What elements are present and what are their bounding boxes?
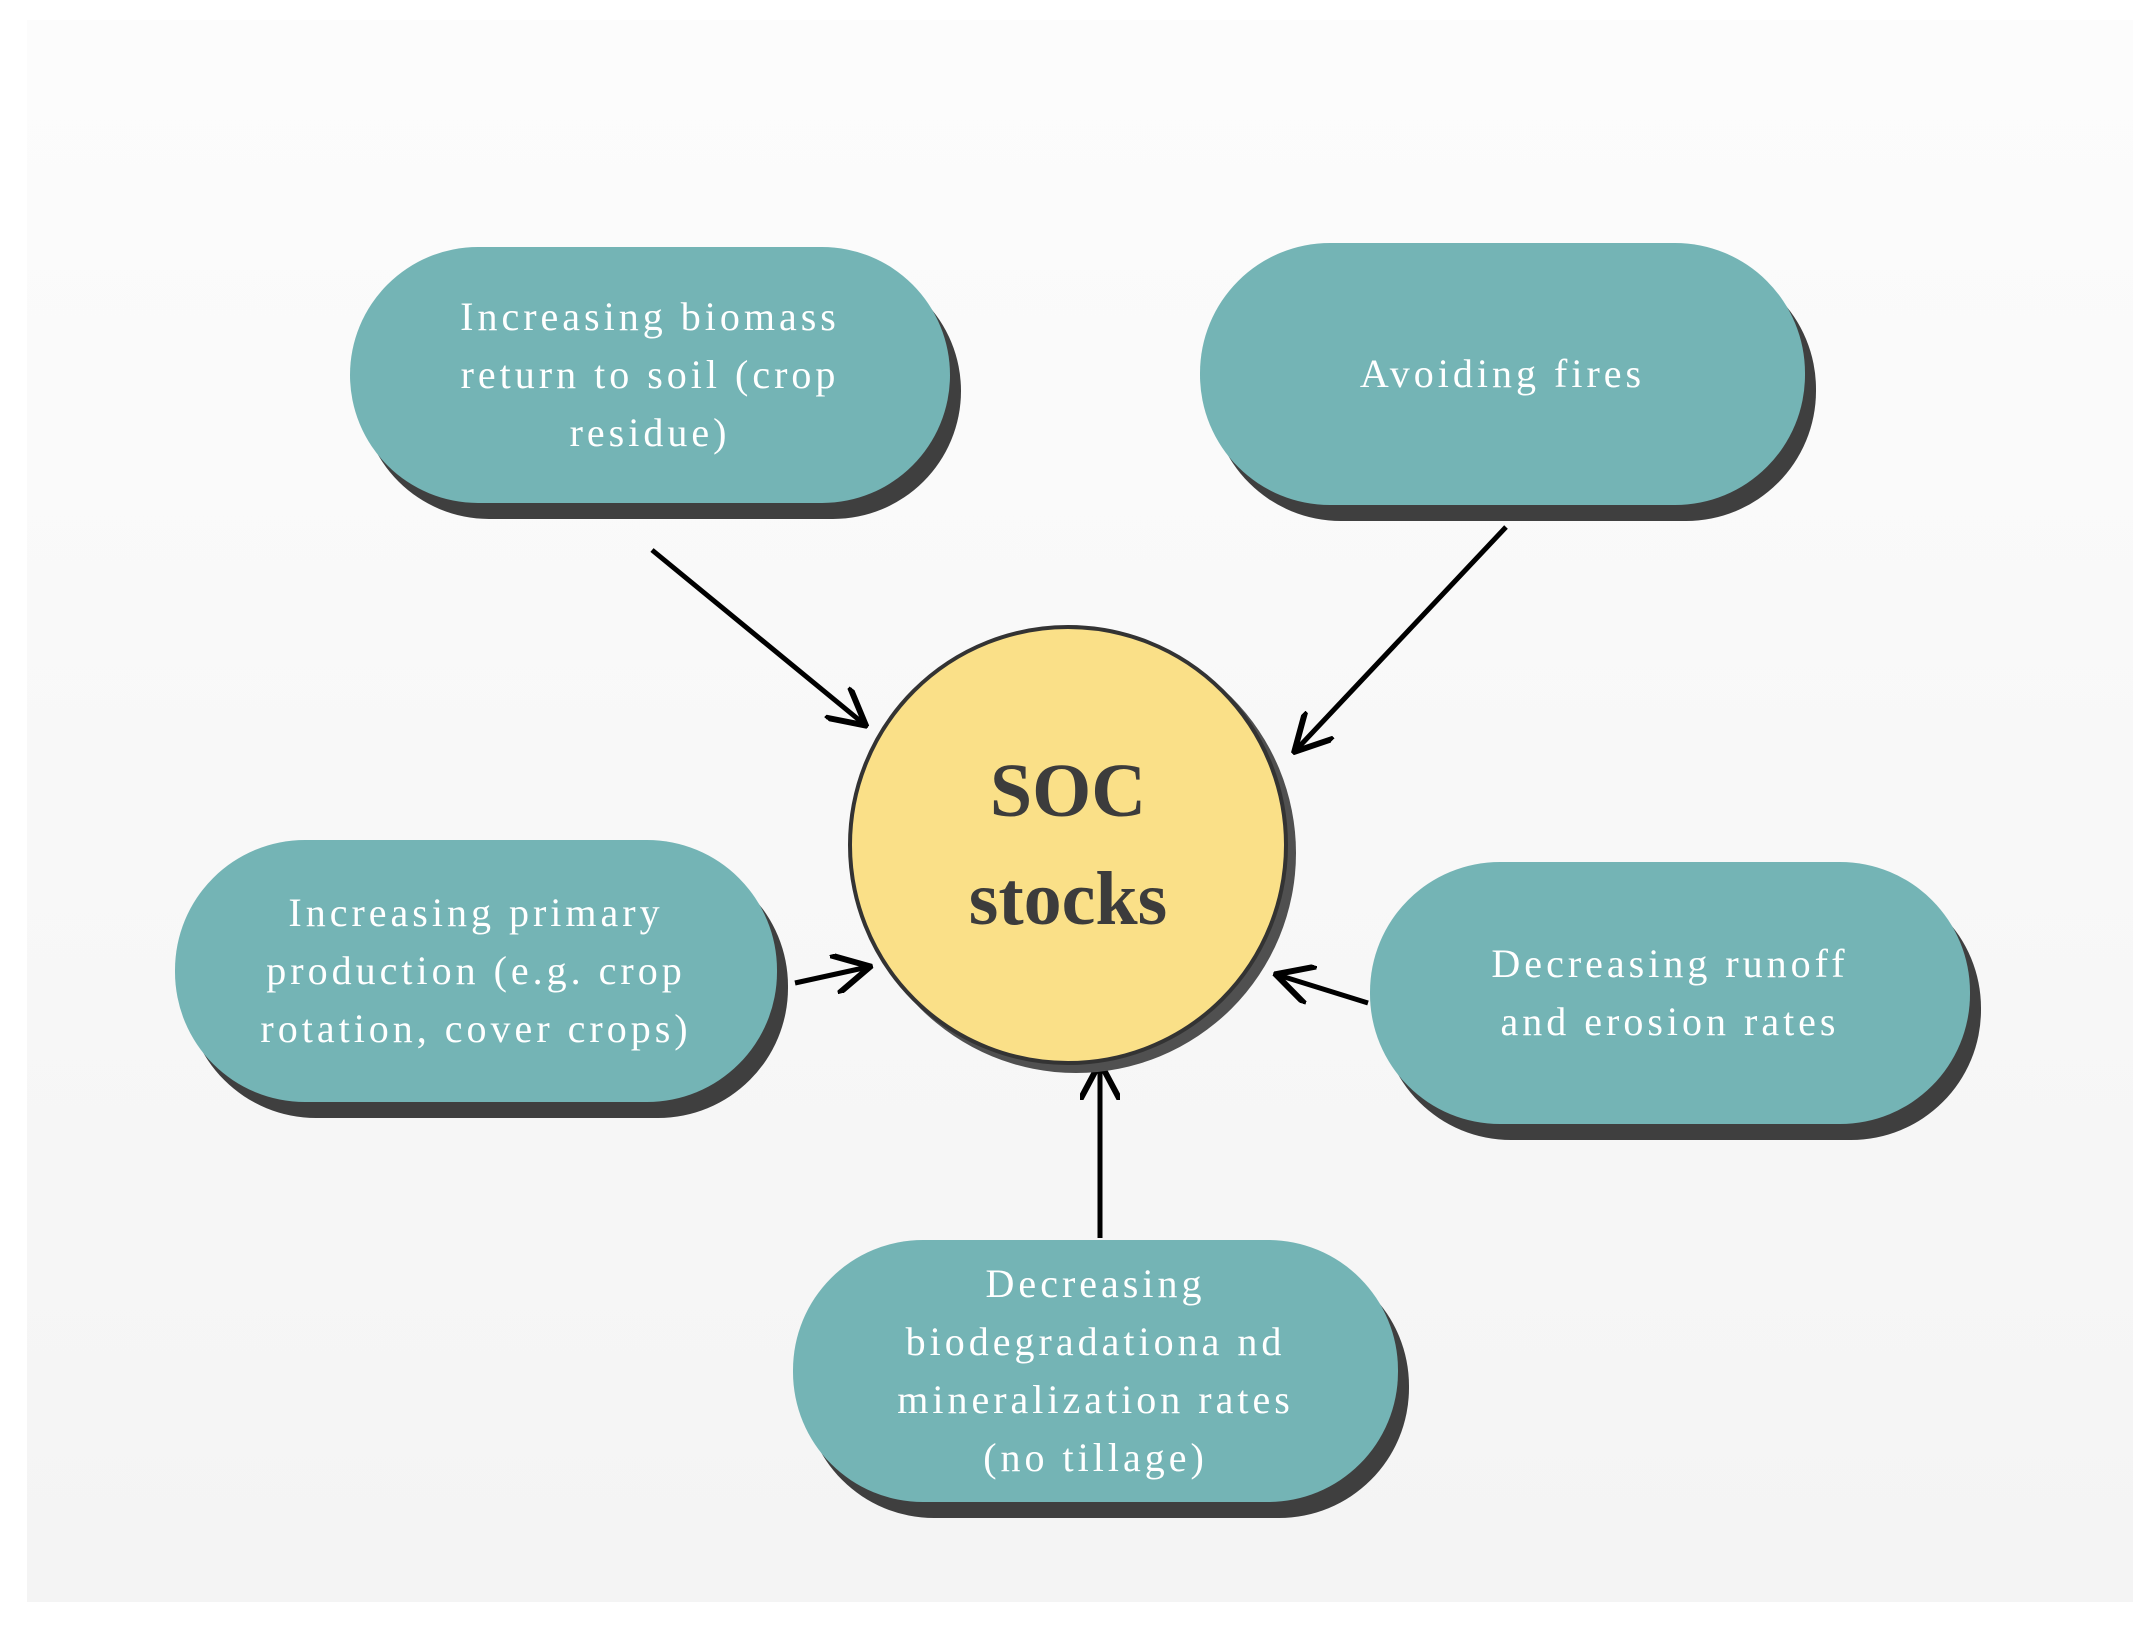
node-label-line: Decreasing runoff xyxy=(1491,941,1849,986)
node-label-line: Decreasing xyxy=(985,1261,1206,1306)
center-node-soc-stocks: SOC stocks xyxy=(848,625,1288,1065)
node-label: Increasing primary production (e.g. crop… xyxy=(260,884,691,1058)
node-label: Decreasing biodegradationa nd mineraliza… xyxy=(897,1255,1294,1487)
node-label-line: Increasing biomass xyxy=(460,294,840,339)
node-label: Avoiding fires xyxy=(1360,345,1645,403)
node-increasing-biomass: Increasing biomass return to soil (crop … xyxy=(350,247,950,503)
center-label-line: SOC xyxy=(989,749,1147,833)
node-label: Decreasing runoff and erosion rates xyxy=(1491,935,1848,1051)
node-label-line: Avoiding fires xyxy=(1359,351,1646,396)
arrow-biomass-to-center xyxy=(650,548,864,724)
center-label-line: stocks xyxy=(968,857,1168,941)
node-decreasing-biodegradation: Decreasing biodegradationa nd mineraliza… xyxy=(793,1240,1398,1502)
node-label-line: mineralization rates xyxy=(897,1377,1294,1422)
arrow-runoff-to-center xyxy=(1278,975,1369,1006)
node-label-line: Increasing primary xyxy=(288,890,664,935)
node-label-line: residue) xyxy=(569,410,731,455)
node-label-line: return to soil (crop xyxy=(460,352,840,397)
node-label-line: biodegradationa nd xyxy=(905,1319,1286,1364)
node-label-line: and erosion rates xyxy=(1500,999,1840,1044)
node-label-line: production (e.g. crop xyxy=(266,948,686,993)
node-label-line: rotation, cover crops) xyxy=(260,1006,692,1051)
node-label-line: (no tillage) xyxy=(983,1435,1208,1480)
node-increasing-primary-production: Increasing primary production (e.g. crop… xyxy=(175,840,777,1102)
node-decreasing-runoff: Decreasing runoff and erosion rates xyxy=(1370,862,1970,1124)
node-label: Increasing biomass return to soil (crop … xyxy=(460,288,840,462)
arrow-fires-to-center xyxy=(1296,525,1508,750)
arrow-primary-to-center xyxy=(794,967,868,983)
node-avoiding-fires: Avoiding fires xyxy=(1200,243,1805,505)
